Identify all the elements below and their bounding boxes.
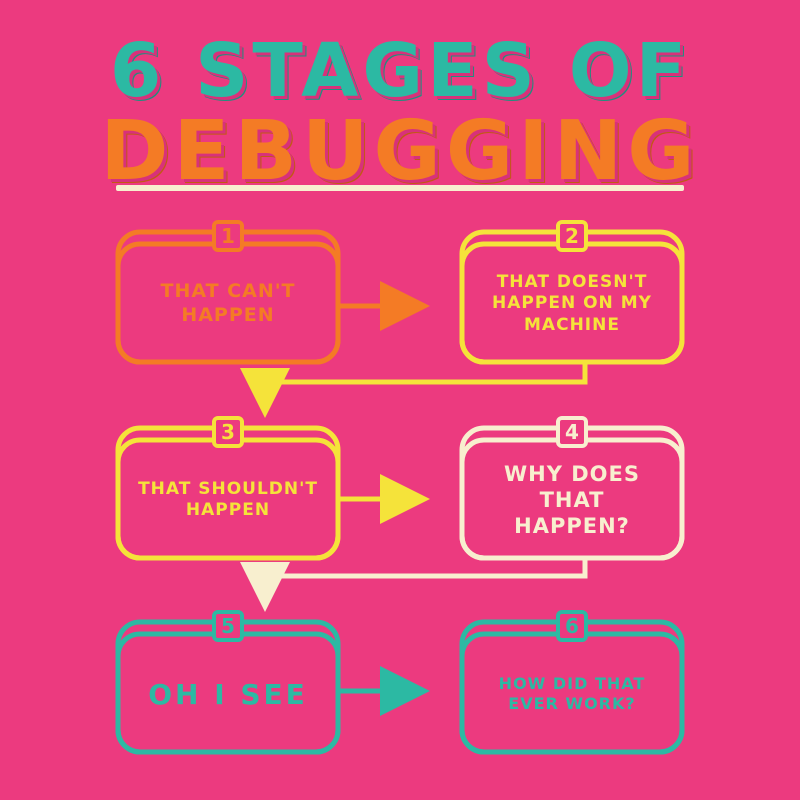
stage-2-text: THAT DOESN'T HAPPEN ON MY MACHINE xyxy=(492,272,652,335)
title-divider xyxy=(116,185,684,191)
stage-4-text: WHY DOES THAT HAPPEN? xyxy=(503,461,640,539)
stage-6-number: 6 xyxy=(565,614,579,638)
stage-5-number: 5 xyxy=(221,614,235,638)
stage-4-number-tab xyxy=(556,416,588,448)
stage-5-text: OH I SEE xyxy=(148,677,308,711)
stage-2-number-tab xyxy=(556,220,588,252)
stage-6-number-tab xyxy=(556,610,588,642)
stage-4-number: 4 xyxy=(565,420,579,444)
title-line-1: 6 STAGES OF xyxy=(109,28,691,114)
stage-3-number: 3 xyxy=(221,420,235,444)
stage-1-number-tab xyxy=(212,220,244,252)
arrow-4-to-5 xyxy=(240,560,588,612)
stage-2-number: 2 xyxy=(565,224,579,248)
stage-5-number-tab xyxy=(212,610,244,642)
stage-3-number-tab xyxy=(212,416,244,448)
stage-1-number: 1 xyxy=(221,224,235,248)
stage-3-text: THAT SHOULDN'T HAPPEN xyxy=(138,478,318,520)
title-line-2: DEBUGGING xyxy=(100,104,700,199)
arrow-2-to-3 xyxy=(240,364,588,418)
stage-6-text: HOW DID THAT EVER WORK? xyxy=(498,674,646,713)
stage-1-text: THAT CAN'T HAPPEN xyxy=(160,280,296,326)
